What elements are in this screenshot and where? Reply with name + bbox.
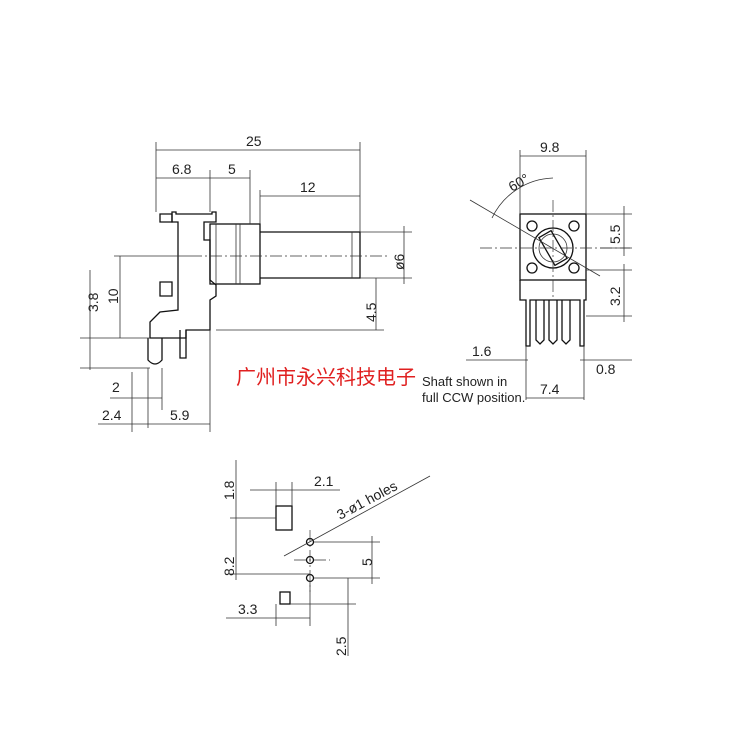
dim-front-width: 9.8 bbox=[540, 139, 560, 155]
dim-lead-width: 0.8 bbox=[596, 361, 616, 377]
pcb-layout: 3-ø1 holes 1.8 2.1 8.2 5 3.3 2.5 bbox=[221, 460, 431, 656]
dim-lead-offset: 1.6 bbox=[472, 343, 492, 359]
dim-pin-x-offset: 2.4 bbox=[102, 407, 122, 423]
dim-shaft-height: 10 bbox=[105, 288, 121, 304]
bushing bbox=[209, 223, 261, 285]
mounting-tab bbox=[159, 213, 173, 297]
note-shaft-position-1: Shaft shown in bbox=[422, 374, 507, 389]
dim-pin-to-body: 5.9 bbox=[170, 407, 190, 423]
dim-rotation-angle: 60° bbox=[506, 170, 532, 194]
dim-pcb-tab-width: 2.1 bbox=[314, 473, 334, 489]
note-shaft-position-2: full CCW position. bbox=[422, 390, 525, 405]
dim-pcb-hole-span: 8.2 bbox=[221, 556, 237, 576]
dim-overall-length: 25 bbox=[246, 133, 262, 149]
front-mount-hole bbox=[526, 262, 538, 274]
potentiometer-body-outline bbox=[149, 211, 217, 339]
watermark-text: 广州市永兴科技电子 bbox=[236, 365, 416, 389]
side-view: 25 6.8 5 12 ø6 4.5 10 3.8 2 bbox=[80, 133, 412, 432]
front-lead-right bbox=[561, 300, 571, 345]
side-pin-rear bbox=[179, 330, 187, 359]
pcb-tab-pad bbox=[275, 505, 293, 531]
dim-pcb-bottom-offset: 2.5 bbox=[333, 636, 349, 656]
front-lower-body bbox=[519, 280, 587, 347]
pcb-tab-pad-lower bbox=[279, 591, 291, 605]
front-lead-left bbox=[535, 300, 545, 345]
dim-pin-height: 3.8 bbox=[85, 292, 101, 312]
dim-top-height: 5.5 bbox=[607, 224, 623, 244]
front-lead-center bbox=[548, 300, 558, 345]
dim-body-depth: 6.8 bbox=[172, 161, 192, 177]
dim-shaft-length: 12 bbox=[300, 179, 316, 195]
dim-lead-pitch: 7.4 bbox=[540, 381, 560, 397]
dim-pcb-left-offset: 3.3 bbox=[238, 601, 258, 617]
dim-pin-row-height: 3.2 bbox=[607, 286, 623, 306]
dim-shaft-diameter: ø6 bbox=[391, 253, 407, 270]
pcb-holes-label: 3-ø1 holes bbox=[334, 477, 400, 522]
front-mount-hole bbox=[568, 220, 580, 232]
dim-pcb-top-height: 1.8 bbox=[221, 480, 237, 500]
dim-shaft-offset: 4.5 bbox=[363, 302, 379, 322]
side-pin-front bbox=[147, 338, 163, 365]
front-view: 60° 9.8 5.5 3.2 1.6 0.8 7.4 Shaft shown … bbox=[422, 139, 632, 405]
dim-pcb-hole-pitch: 5 bbox=[359, 558, 375, 566]
front-mount-hole bbox=[526, 220, 538, 232]
dim-bushing-length: 5 bbox=[228, 161, 236, 177]
shaft bbox=[260, 231, 361, 279]
front-mount-hole bbox=[568, 262, 580, 274]
shaft-slot bbox=[538, 229, 568, 267]
dim-pin-spacing: 2 bbox=[112, 379, 120, 395]
